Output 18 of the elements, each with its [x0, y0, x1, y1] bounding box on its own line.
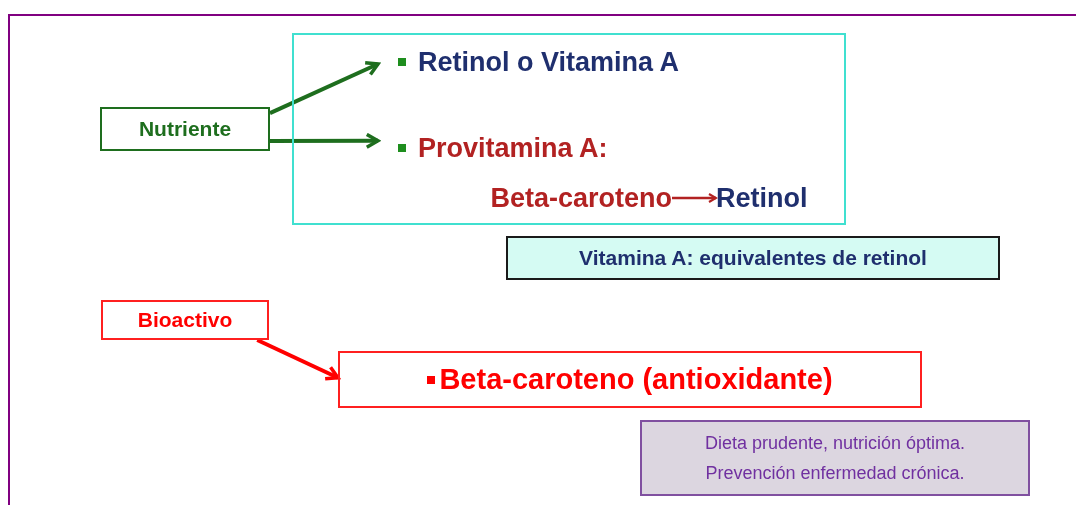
term-label: Beta-caroteno — [490, 181, 672, 215]
item-text: Beta-caroteno (antioxidante) — [439, 361, 833, 397]
node-label: Bioactivo — [137, 307, 233, 334]
arrow — [256, 338, 340, 381]
note-text: Dieta prudente, nutrición óptima. Prevención enfermedad crónica. — [703, 432, 967, 485]
arrow — [672, 192, 718, 204]
arrow — [270, 132, 380, 149]
node-label: Nutriente — [138, 116, 232, 143]
list-item-text: Provitamina A: — [418, 131, 608, 165]
note-box — [640, 420, 1030, 496]
label-box — [100, 107, 270, 151]
term-label: Retinol — [716, 181, 808, 215]
note-text: Vitamina A: equivalentes de retinol — [579, 245, 927, 272]
content-panel — [292, 33, 846, 225]
label-box — [101, 300, 269, 340]
note-box — [506, 236, 1000, 280]
arrow — [269, 61, 380, 115]
list-item-text: Retinol o Vitamina A — [418, 45, 680, 79]
